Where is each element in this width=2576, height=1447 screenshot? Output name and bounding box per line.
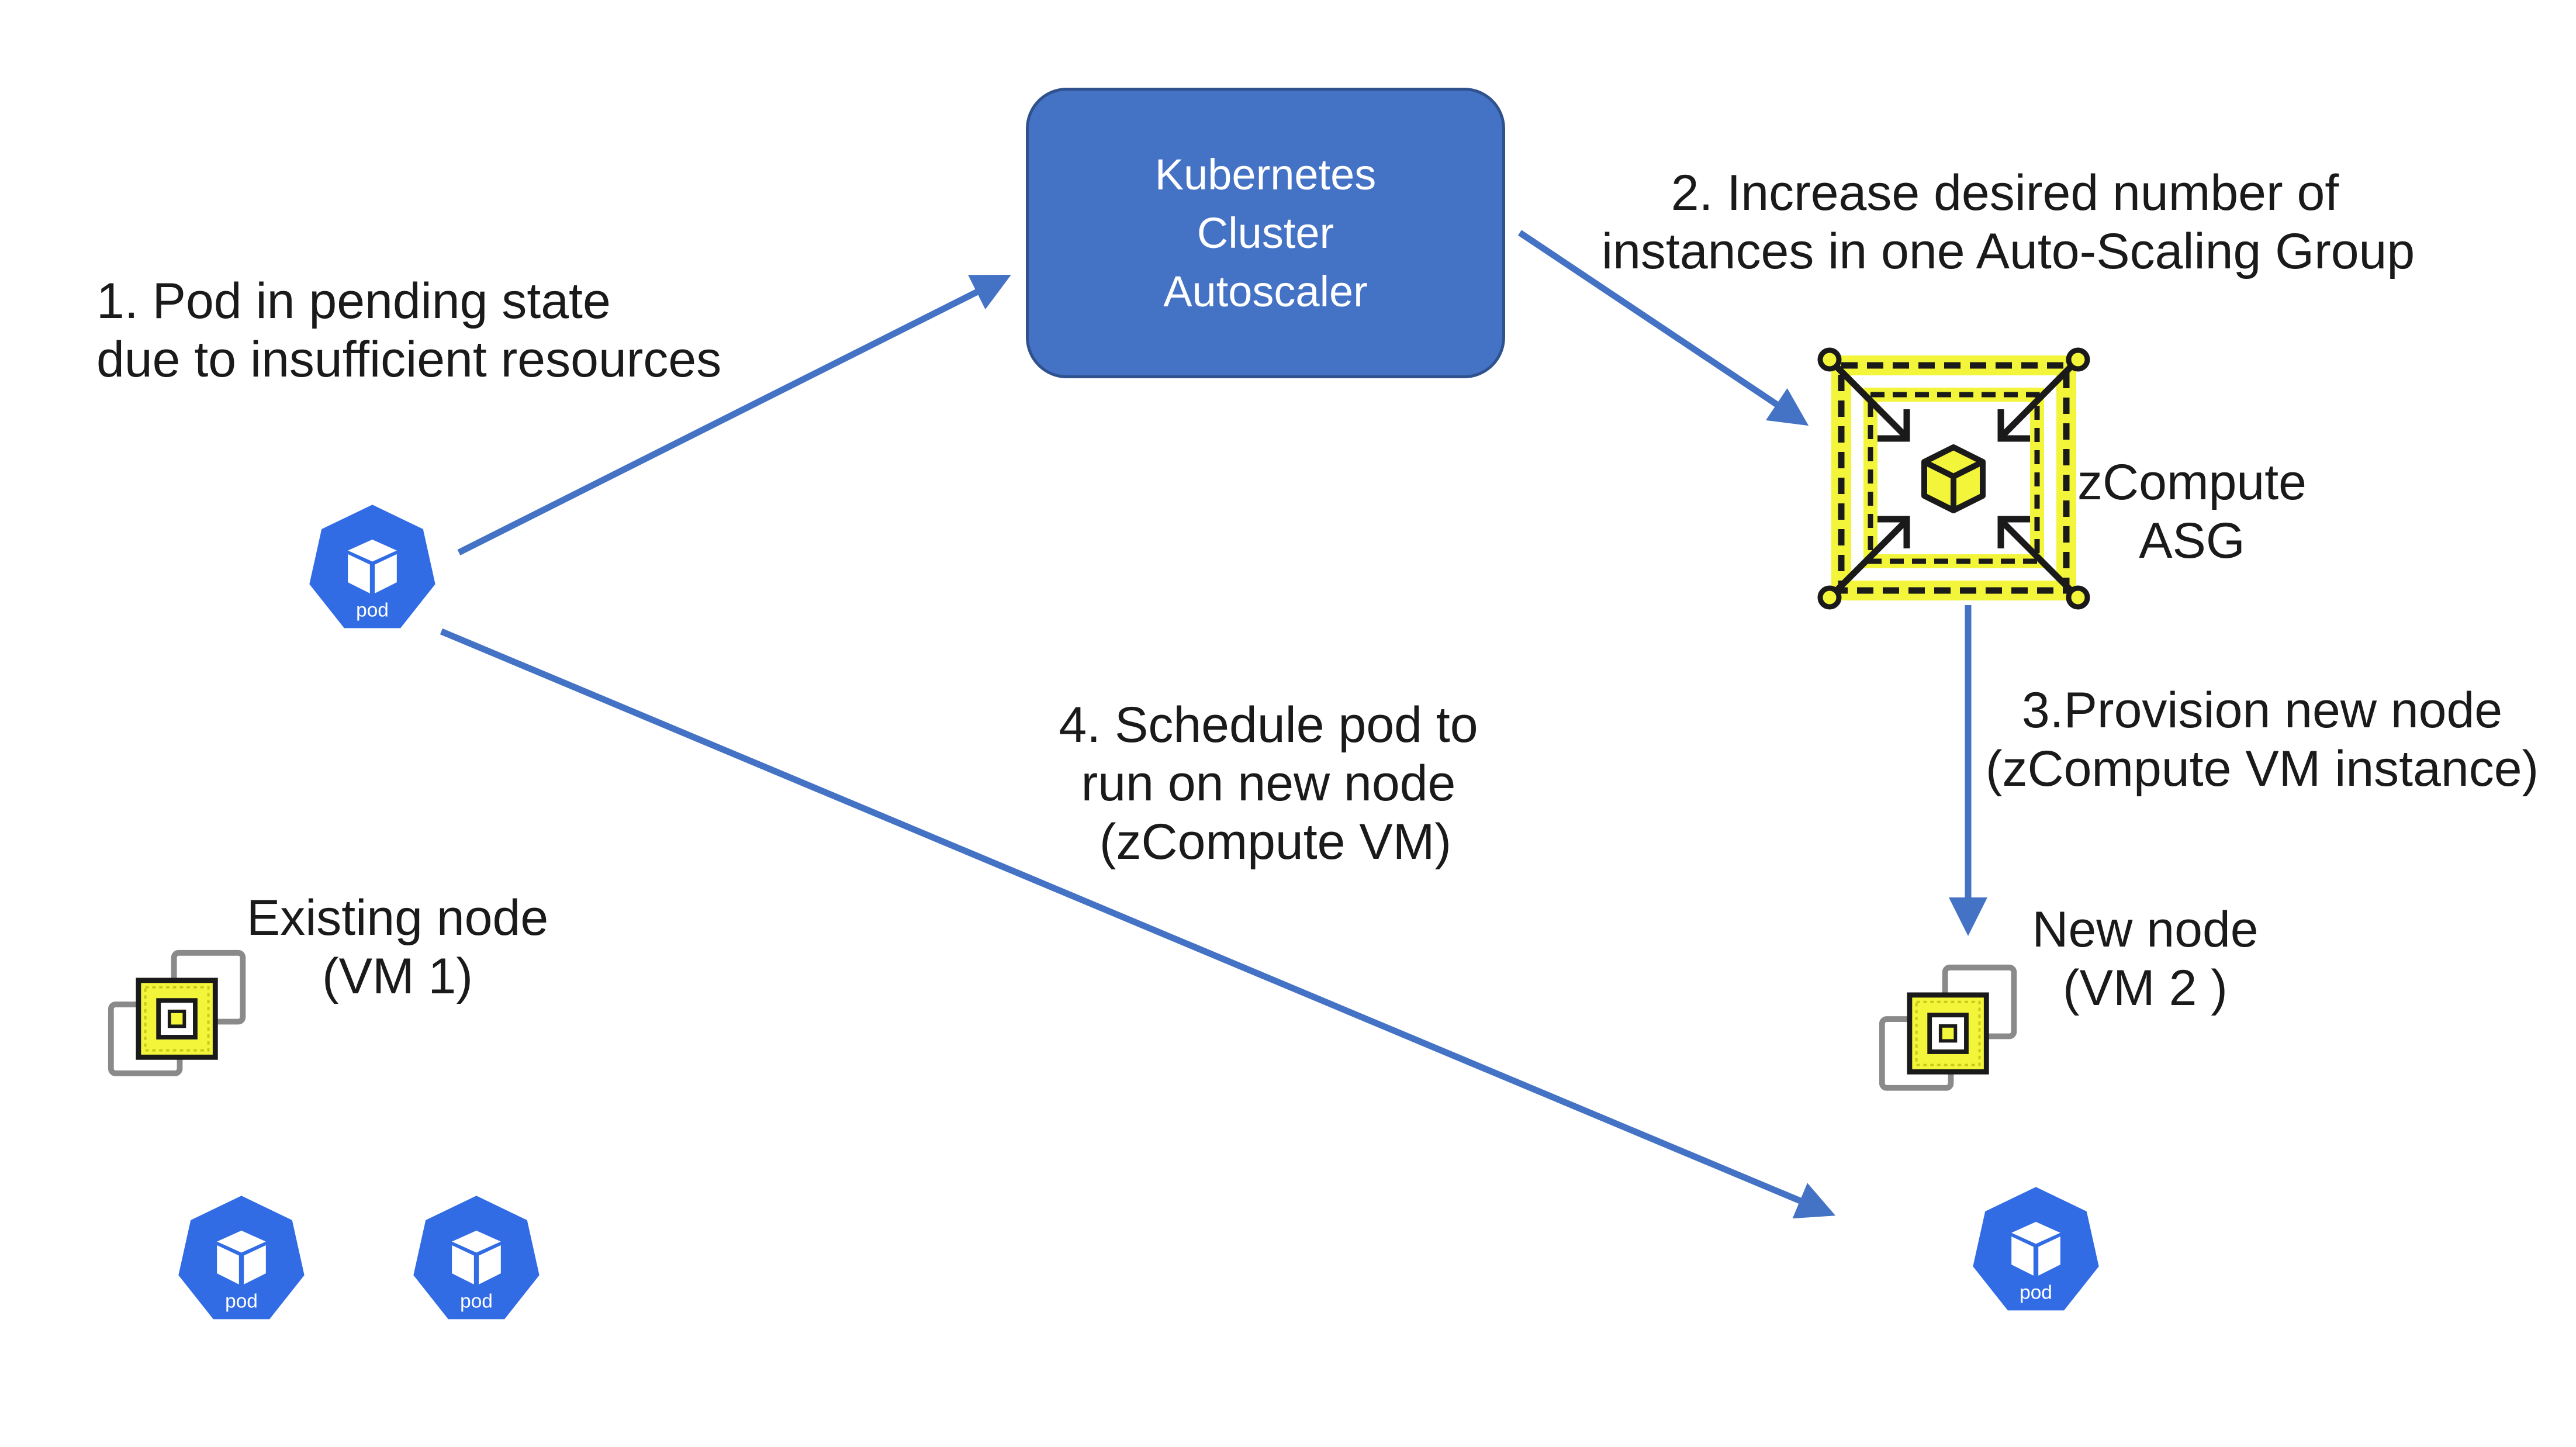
asg-line2: ASG — [2139, 513, 2245, 569]
arrow-autoscaler-to-asg — [1517, 230, 1809, 426]
autoscaler-label-line1: Kubernetes — [1154, 150, 1377, 199]
step4-line3: (zCompute VM) — [1085, 814, 1452, 870]
cluster-autoscaler-box: Kubernetes Cluster Autoscaler — [1026, 88, 1505, 378]
scheduled-pod-icon — [1973, 1187, 2099, 1311]
step3-caption: 3.Provision new node (zCompute VM instan… — [1982, 681, 2543, 798]
new-node-subtitle: (VM 2 ) — [2063, 960, 2228, 1016]
asg-line1: zCompute — [2077, 454, 2307, 510]
step2-caption: 2. Increase desired number of instances … — [1602, 164, 2415, 281]
step3-line1: 3.Provision new node — [2021, 682, 2503, 738]
step4-line1: 4. Schedule pod to — [1059, 697, 1478, 753]
step1-line1: 1. Pod in pending state — [96, 273, 611, 329]
step2-line1: 2. Increase desired number of — [1671, 165, 2339, 221]
step1-caption: 1. Pod in pending state due to insuffici… — [96, 272, 721, 389]
existing-node-title: Existing node — [246, 890, 549, 946]
auto-scaling-group-icon — [1817, 347, 2090, 610]
step1-line2: due to insufficient resources — [96, 331, 722, 388]
arrow-pod-to-new-node — [440, 628, 1836, 1219]
step3-line2: (zCompute VM instance) — [1985, 741, 2539, 797]
autoscaler-label-line2: Cluster — [1197, 208, 1334, 257]
new-node-caption: New node (VM 2 ) — [1987, 900, 2303, 1017]
arrow-pod-to-autoscaler — [457, 275, 1011, 555]
new-node-title: New node — [2032, 902, 2259, 958]
step4-line2: run on new node — [1081, 755, 1456, 811]
existing-node-subtitle: (VM 1) — [322, 948, 473, 1004]
existing-node-caption: Existing node (VM 1) — [222, 889, 573, 1006]
existing-node-pod-icon — [178, 1196, 305, 1320]
existing-node-pod-icon — [413, 1196, 540, 1320]
step4-caption: 4. Schedule pod to run on new node (zCom… — [1011, 696, 1526, 871]
asg-caption: zCompute ASG — [2069, 453, 2315, 570]
pending-pod-icon — [309, 505, 435, 628]
step2-line2: instances in one Auto-Scaling Group — [1602, 223, 2415, 279]
autoscaler-label-line3: Autoscaler — [1163, 267, 1368, 316]
